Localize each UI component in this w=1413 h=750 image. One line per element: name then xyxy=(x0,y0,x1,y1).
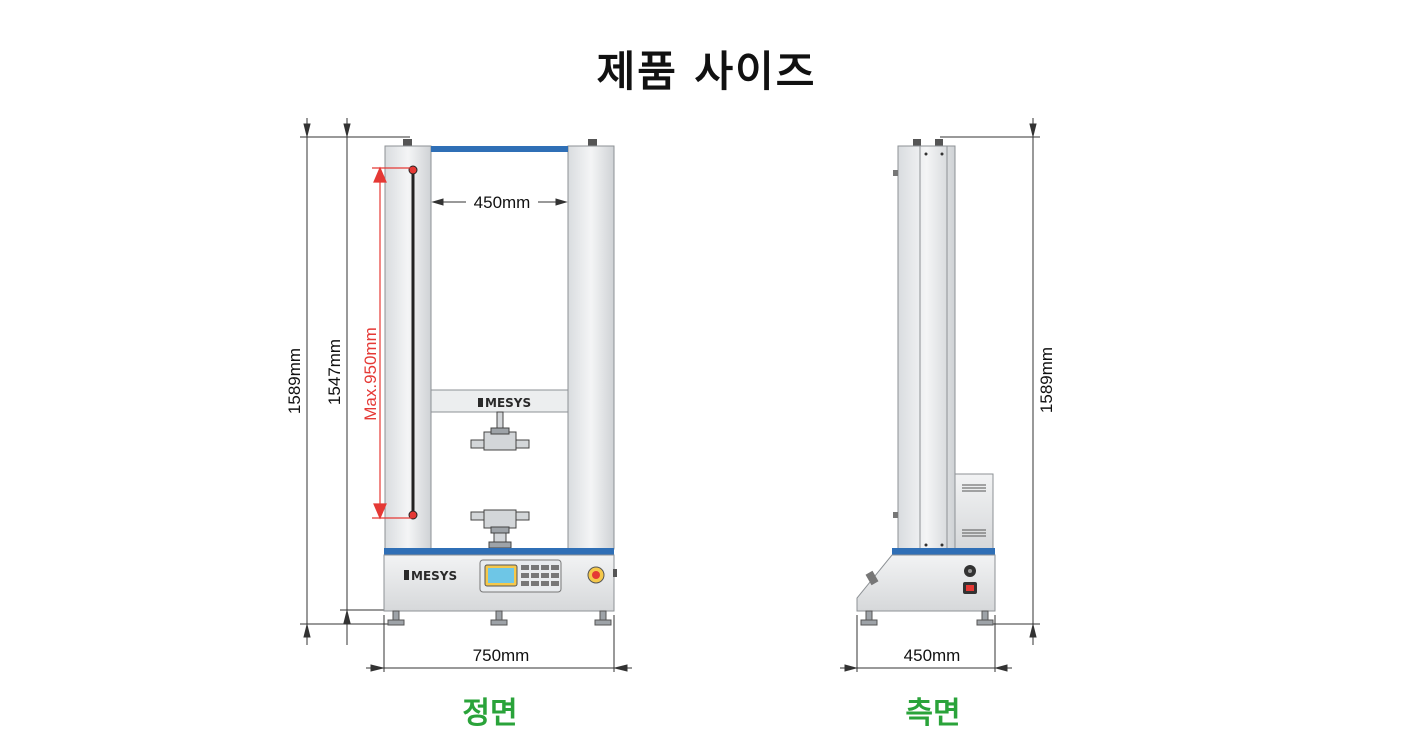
front-height-column-label: 1547mm xyxy=(325,339,344,405)
side-height-total-label: 1589mm xyxy=(1037,347,1056,413)
front-dimension-lines xyxy=(300,118,632,672)
travel-dimension xyxy=(372,166,412,520)
front-left-column xyxy=(384,145,432,550)
front-height-total-label: 1589mm xyxy=(285,348,304,414)
lower-grip xyxy=(470,509,530,549)
front-top-knob-left xyxy=(403,139,412,147)
travel-label: Max.950mm xyxy=(361,327,380,421)
front-view: 1589mm 1547mm 750mm Max.950mm xyxy=(285,118,632,672)
page-title: 제품 사이즈 xyxy=(596,47,817,96)
side-dimension-lines xyxy=(840,118,1040,672)
inner-width-dimension xyxy=(431,198,568,206)
side-base-top-strip xyxy=(892,548,995,555)
front-feet xyxy=(387,610,612,626)
side-feet xyxy=(860,610,994,626)
front-top-beam xyxy=(431,146,568,152)
side-view-caption: 측면 xyxy=(905,696,961,731)
front-base-top-strip xyxy=(384,548,614,555)
crosshead-logo: MESYS xyxy=(485,396,531,410)
side-column xyxy=(897,145,956,550)
front-right-column xyxy=(567,145,615,550)
front-view-caption: 정면 xyxy=(462,696,518,731)
front-top-knob-right xyxy=(588,139,597,147)
base-logo: MESYS xyxy=(411,569,457,583)
side-view: 1589mm 450mm xyxy=(840,118,1056,672)
control-panel xyxy=(479,559,562,593)
side-depth-label: 450mm xyxy=(904,646,961,665)
inner-width-label: 450mm xyxy=(474,193,531,212)
upper-grip xyxy=(470,411,530,451)
front-width-label: 750mm xyxy=(473,646,530,665)
side-base xyxy=(856,554,996,612)
